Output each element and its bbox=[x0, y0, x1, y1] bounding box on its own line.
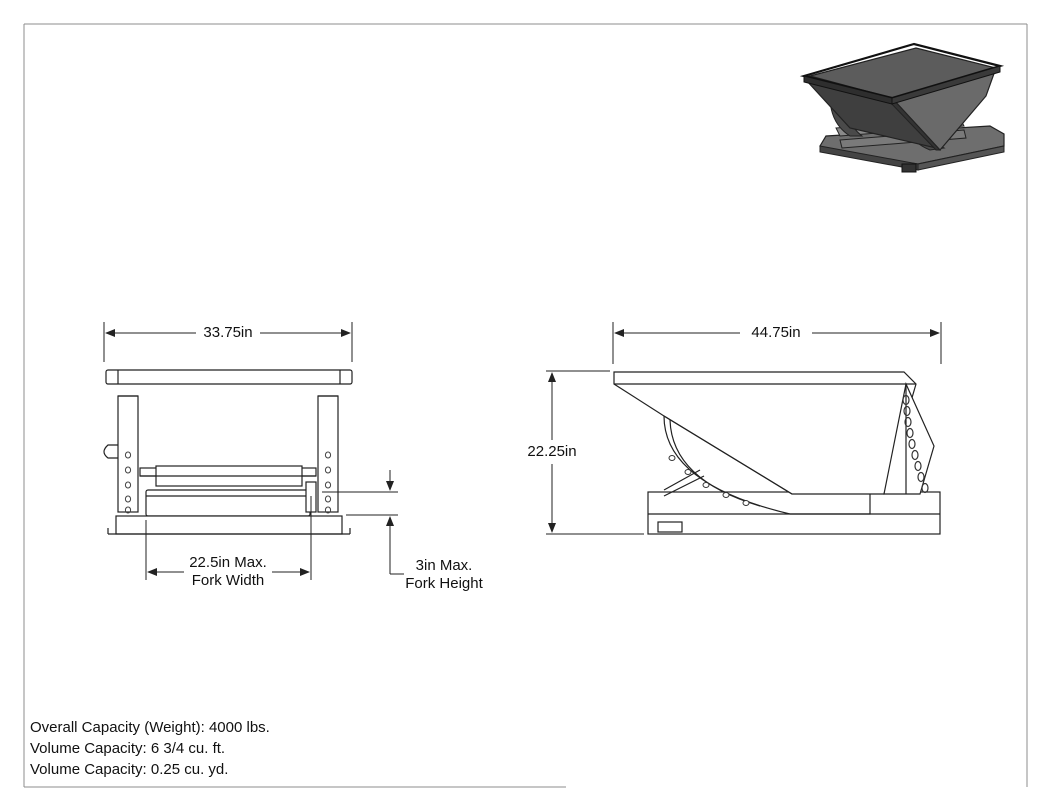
spec-volume-cuft: Volume Capacity: 6 3/4 cu. ft. bbox=[30, 740, 226, 757]
fork-height-label-line2: Fork Height bbox=[405, 575, 483, 592]
hopper-side-view bbox=[613, 371, 941, 535]
fork-height-label-line1: 3in Max. bbox=[415, 557, 473, 574]
chain bbox=[902, 394, 929, 494]
spec-overall-capacity: Overall Capacity (Weight): 4000 lbs. bbox=[30, 719, 270, 736]
arc-bolts bbox=[668, 455, 750, 506]
hopper-front-view bbox=[103, 369, 353, 535]
side-dimensions bbox=[546, 322, 942, 535]
fork-width-label-line2: Fork Width bbox=[191, 572, 265, 589]
side-height-label: 22.25in bbox=[522, 443, 582, 461]
front-dimensions bbox=[103, 322, 404, 580]
post-holes-right bbox=[324, 451, 332, 514]
hopper-isometric-view bbox=[799, 42, 1005, 173]
front-width-label: 33.75in bbox=[198, 324, 258, 342]
post-holes-left bbox=[124, 451, 132, 514]
side-length-label: 44.75in bbox=[742, 324, 810, 342]
sheet-border bbox=[23, 23, 1028, 788]
fork-width-label-line1: 22.5in Max. bbox=[189, 554, 267, 571]
spec-volume-cuyd: Volume Capacity: 0.25 cu. yd. bbox=[30, 761, 229, 778]
